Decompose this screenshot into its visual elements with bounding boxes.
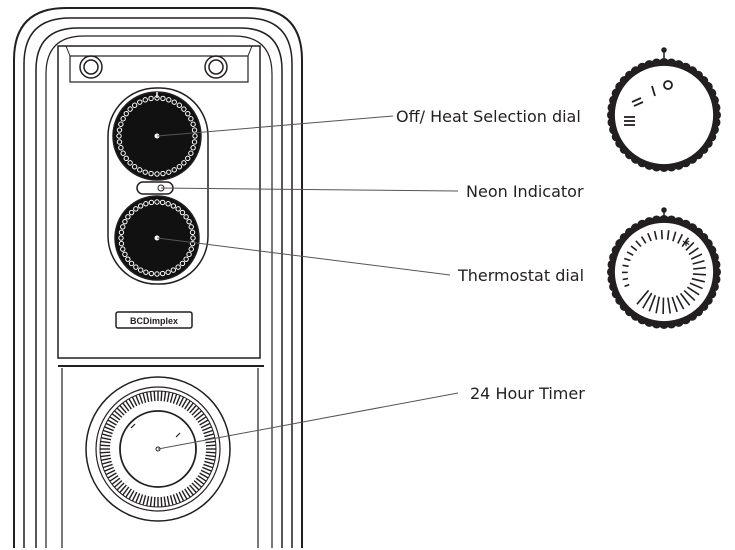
temperature-scale-marks [621,230,706,315]
callout-heat-selection-dial: Off/ Heat Selection dial [396,107,581,126]
callout-neon-indicator: Neon Indicator [466,182,584,201]
brand-logo: BCDimplex [115,311,193,329]
screw-right-icon [204,55,228,79]
control-panel [57,45,264,548]
leader-lines [156,115,459,450]
svg-text:BCDimplex: BCDimplex [130,316,178,326]
heat-selection-dial-detail [607,47,721,172]
pointer-mark [661,47,667,58]
pointer-mark [661,207,667,218]
heater-body [13,7,303,548]
dial-pod [107,87,209,285]
callout-timer: 24 Hour Timer [470,384,585,403]
thermostat-dial-detail: * [607,207,721,329]
callout-thermostat-dial: Thermostat dial [457,266,584,285]
heat-position-marks [624,80,673,126]
frost-icon: * [682,238,690,254]
screw-left-icon [79,55,103,79]
